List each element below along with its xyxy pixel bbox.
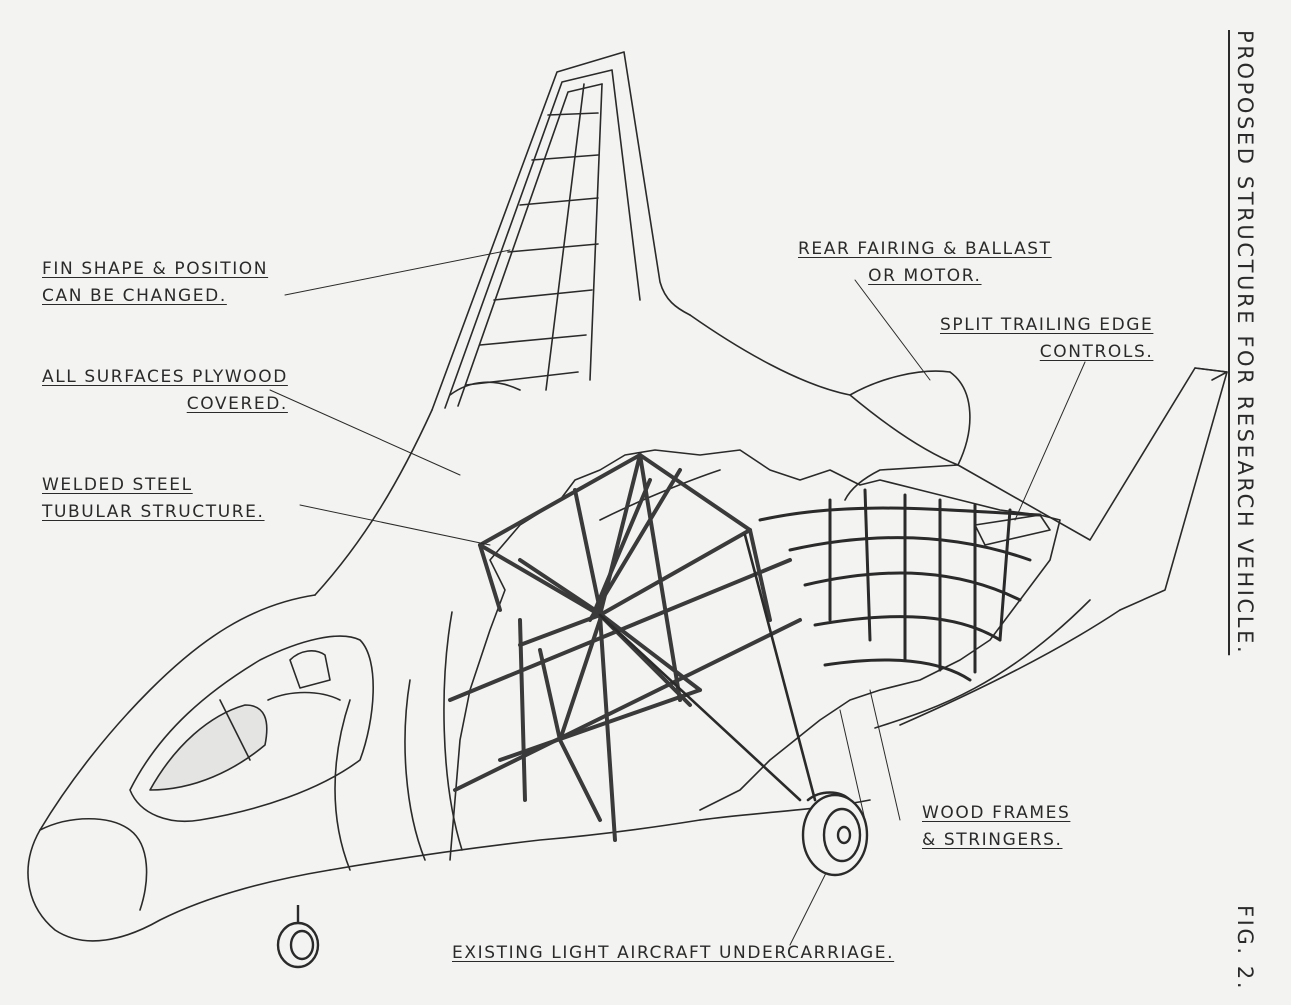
figure-title: PROPOSED STRUCTURE FOR RESEARCH VEHICLE. <box>1233 30 1257 656</box>
label-surfaces: ALL SURFACES PLYWOOD COVERED. <box>42 364 288 418</box>
tubular-frame <box>448 453 802 842</box>
canopy <box>129 635 374 822</box>
label-surfaces-line2: COVERED. <box>186 394 288 414</box>
label-fin-shape: FIN SHAPE & POSITION CAN BE CHANGED. <box>42 256 268 310</box>
main-wheel <box>801 793 869 877</box>
wing-outline <box>314 314 1228 729</box>
label-wood-frames-line2: & STRINGERS. <box>922 830 1063 850</box>
label-rear-fairing-line2: OR MOTOR. <box>868 266 982 286</box>
trailing-edge-control <box>974 514 1051 546</box>
label-surfaces-line1: ALL SURFACES PLYWOOD <box>42 367 288 387</box>
cutaway-edge <box>449 449 1061 861</box>
fuselage <box>27 469 871 942</box>
label-fin-shape-line1: FIN SHAPE & POSITION <box>42 259 269 279</box>
label-wood-frames-line1: WOOD FRAMES <box>922 803 1071 823</box>
label-tubular: WELDED STEEL TUBULAR STRUCTURE. <box>42 472 265 526</box>
label-fin-shape-line2: CAN BE CHANGED. <box>42 286 227 306</box>
undercarriage <box>598 533 852 802</box>
label-undercarriage: EXISTING LIGHT AIRCRAFT UNDERCARRIAGE. <box>452 943 895 963</box>
label-tubular-line1: WELDED STEEL <box>42 475 193 495</box>
wood-frames <box>758 488 1042 682</box>
figure-number: FIG. 2. <box>1233 905 1257 992</box>
label-trailing-edge-line2: CONTROLS. <box>1039 342 1154 362</box>
label-wood-frames: WOOD FRAMES & STRINGERS. <box>922 800 1070 854</box>
label-tubular-line2: TUBULAR STRUCTURE. <box>42 502 265 522</box>
nose-wheel <box>276 905 320 969</box>
label-trailing-edge-line1: SPLIT TRAILING EDGE <box>940 315 1154 335</box>
label-rear-fairing: REAR FAIRING & BALLAST OR MOTOR. <box>798 236 1052 290</box>
label-rear-fairing-line1: REAR FAIRING & BALLAST <box>798 239 1052 259</box>
tail-fin <box>431 51 691 411</box>
label-trailing-edge: SPLIT TRAILING EDGE CONTROLS. <box>940 312 1153 366</box>
